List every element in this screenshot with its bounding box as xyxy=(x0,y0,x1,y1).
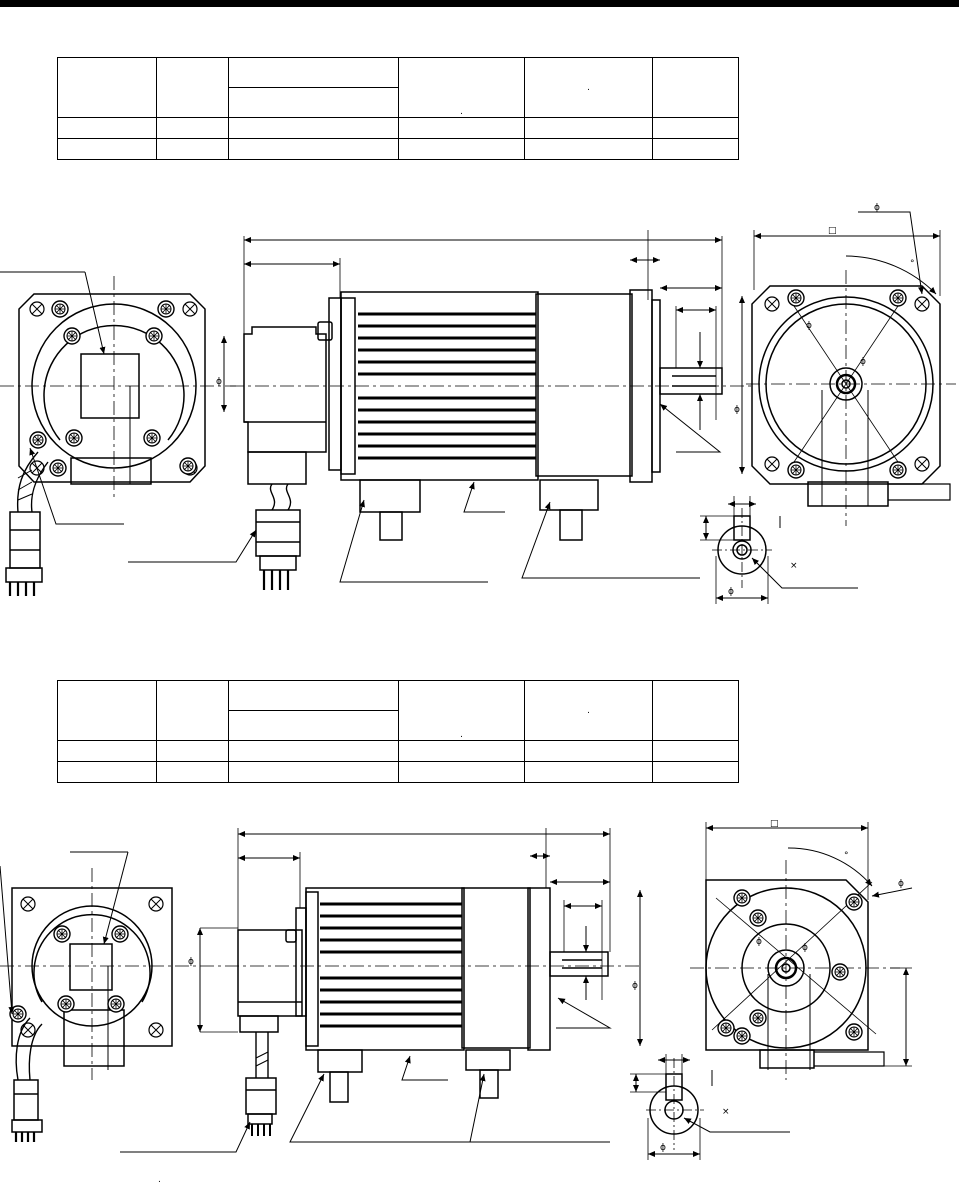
table-row xyxy=(57,761,739,783)
svg-text:×: × xyxy=(790,561,798,571)
svg-text:ϕ: ϕ xyxy=(756,937,762,947)
table-header-cell xyxy=(652,57,739,118)
motor-side-view-1: ϕ xyxy=(128,230,752,590)
encoder-end-view-2 xyxy=(0,851,196,1142)
table-header-cell: . xyxy=(524,57,653,118)
svg-text:ϕ: ϕ xyxy=(188,957,194,967)
svg-text:°: ° xyxy=(910,259,915,269)
shaft-key-detail-1: ϕ × xyxy=(700,496,858,604)
table-header-cell: . xyxy=(398,680,525,741)
drawing-1: ϕ xyxy=(0,203,956,604)
encoder-end-view-1: ϕ xyxy=(0,271,236,596)
table-header-row xyxy=(58,87,739,118)
svg-text:□: □ xyxy=(828,226,837,236)
drawing-2: ϕ ϕ xyxy=(0,819,913,1160)
svg-text:□: □ xyxy=(770,819,779,829)
svg-text:ϕ: ϕ xyxy=(806,321,812,331)
flange-end-view-2: □ ° ϕ ϕ ϕ xyxy=(690,819,913,1080)
svg-text:ϕ: ϕ xyxy=(898,879,904,889)
svg-text:ϕ: ϕ xyxy=(802,943,808,953)
table-cell xyxy=(652,761,739,783)
table-cell xyxy=(652,138,739,160)
svg-text:ϕ: ϕ xyxy=(860,357,866,367)
svg-text:ϕ: ϕ xyxy=(632,981,638,991)
table-header-row: . . xyxy=(57,680,739,741)
svg-text:°: ° xyxy=(844,851,849,861)
table-header-row: . . xyxy=(57,57,739,118)
svg-text:×: × xyxy=(722,1107,730,1117)
svg-text:ϕ: ϕ xyxy=(734,405,740,415)
svg-text:ϕ: ϕ xyxy=(728,587,734,597)
table-header-cell: . xyxy=(524,680,653,741)
svg-text:ϕ: ϕ xyxy=(660,1143,666,1153)
flange-end-view-1: □ ° ϕ ϕ ϕ xyxy=(746,203,956,526)
svg-text:ϕ: ϕ xyxy=(874,203,880,213)
dimension-table-1: . . xyxy=(57,57,739,160)
footer-mark: . xyxy=(158,1175,161,1184)
table-row xyxy=(57,740,739,762)
table-header-cell xyxy=(228,87,399,118)
svg-text:ϕ: ϕ xyxy=(216,377,222,387)
page-header-bar xyxy=(0,0,959,7)
shaft-key-detail-2: ϕ × xyxy=(630,1054,790,1160)
table-row xyxy=(57,117,739,139)
motor-side-view-2: ϕ ϕ xyxy=(120,828,643,1153)
table-row xyxy=(57,138,739,160)
dimension-table-2: . . xyxy=(57,680,739,783)
